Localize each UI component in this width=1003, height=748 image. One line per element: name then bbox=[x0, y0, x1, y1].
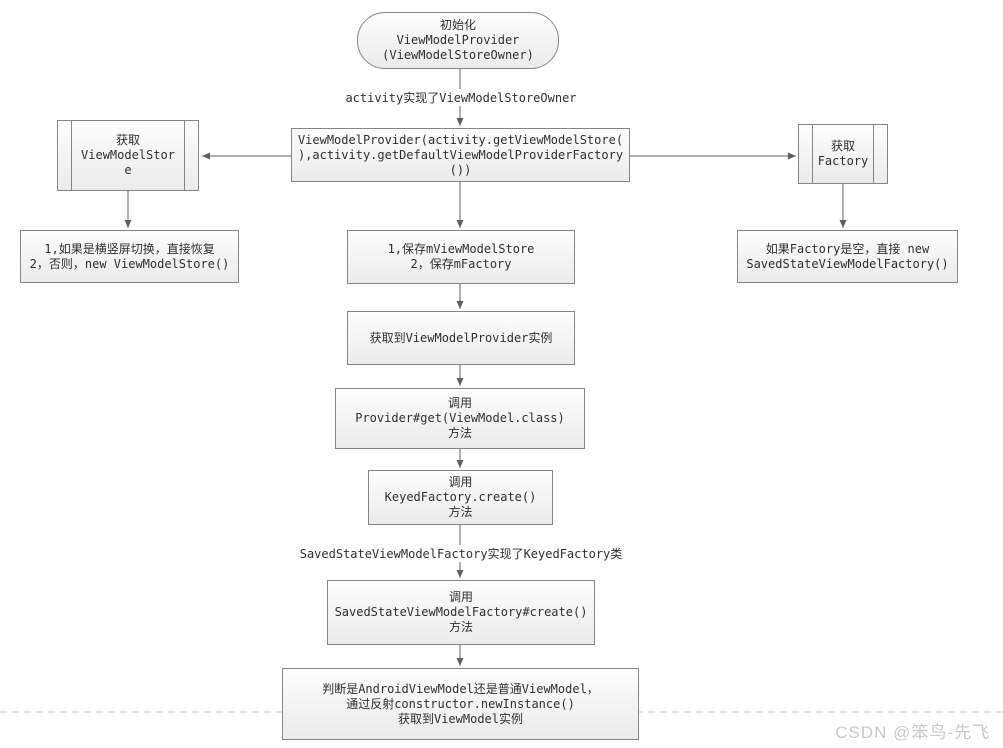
node-factory-result: 如果Factory是空，直接 new SavedStateViewModelFa… bbox=[737, 230, 958, 283]
node-viewmodelprovider-constructor-label: ViewModelProvider(activity.getViewModelS… bbox=[297, 132, 624, 177]
node-viewmodelstore-result-label: 1,如果是横竖屏切换，直接恢复 2，否则，new ViewModelStore(… bbox=[29, 241, 230, 271]
predefined-bar-right bbox=[873, 125, 874, 183]
predefined-bar-left bbox=[812, 125, 813, 183]
node-start-label: 初始化 ViewModelProvider (ViewModelStoreOwn… bbox=[382, 18, 534, 62]
node-save-members-label: 1,保存mViewModelStore 2，保存mFactory bbox=[387, 242, 535, 271]
node-save-members: 1,保存mViewModelStore 2，保存mFactory bbox=[347, 230, 575, 284]
node-savedstatefactory-create-label: 调用 SavedStateViewModelFactory#create() 方… bbox=[334, 590, 588, 634]
node-final-judge-viewmodel-label: 判断是AndroidViewModel还是普通ViewModel， 通过反射co… bbox=[322, 681, 599, 726]
node-get-viewmodelstore: 获取 ViewModelStor e bbox=[57, 120, 199, 191]
node-provider-instance-label: 获取到ViewModelProvider实例 bbox=[369, 330, 553, 345]
edge-label-viewmodelstoreowner: activity实现了ViewModelStoreOwner bbox=[342, 89, 580, 106]
node-viewmodelprovider-constructor: ViewModelProvider(activity.getViewModelS… bbox=[291, 128, 630, 182]
node-final-judge-viewmodel: 判断是AndroidViewModel还是普通ViewModel， 通过反射co… bbox=[282, 668, 639, 740]
predefined-bar-left bbox=[71, 121, 72, 190]
predefined-bar-right bbox=[184, 121, 185, 190]
node-get-factory-label: 获取 Factory bbox=[817, 139, 869, 168]
node-keyedfactory-create-label: 调用 KeyedFactory.create() 方法 bbox=[384, 475, 537, 519]
node-get-viewmodelstore-label: 获取 ViewModelStor e bbox=[81, 133, 175, 177]
node-factory-result-label: 如果Factory是空，直接 new SavedStateViewModelFa… bbox=[746, 241, 949, 271]
node-start-init-viewmodelprovider: 初始化 ViewModelProvider (ViewModelStoreOwn… bbox=[357, 12, 559, 69]
node-provider-instance: 获取到ViewModelProvider实例 bbox=[347, 311, 575, 365]
node-keyedfactory-create: 调用 KeyedFactory.create() 方法 bbox=[368, 470, 553, 525]
csdn-watermark: CSDN @笨鸟-先飞 bbox=[835, 723, 990, 742]
node-provider-get: 调用 Provider#get(ViewModel.class) 方法 bbox=[335, 388, 585, 449]
node-get-factory: 获取 Factory bbox=[798, 124, 888, 184]
node-savedstatefactory-create: 调用 SavedStateViewModelFactory#create() 方… bbox=[327, 580, 595, 645]
node-provider-get-label: 调用 Provider#get(ViewModel.class) 方法 bbox=[355, 396, 565, 440]
node-viewmodelstore-result: 1,如果是横竖屏切换，直接恢复 2，否则，new ViewModelStore(… bbox=[20, 230, 239, 283]
edge-label-keyedfactory: SavedStateViewModelFactory实现了KeyedFactor… bbox=[296, 545, 626, 562]
